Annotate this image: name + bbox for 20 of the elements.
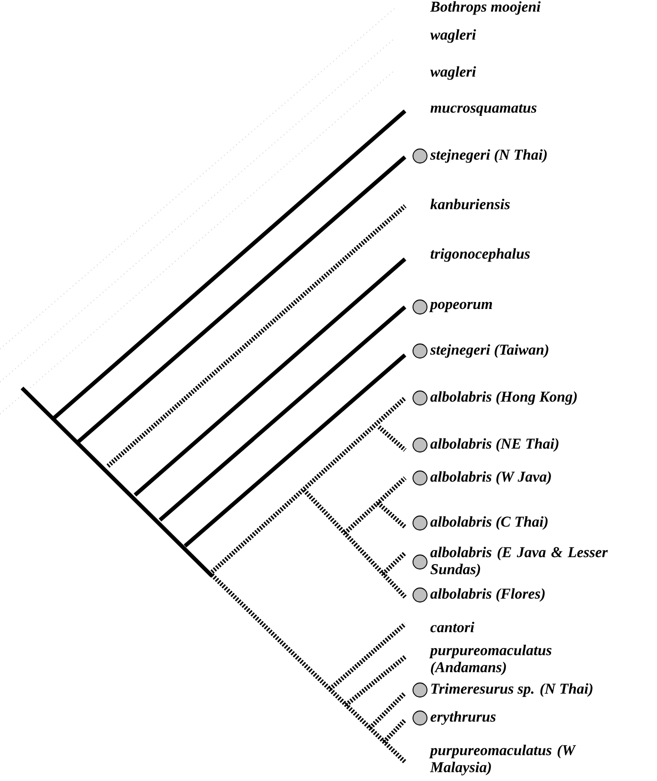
- taxon-label: trigonocephalus: [430, 248, 530, 262]
- taxon-label: mucrosquamatus: [430, 104, 536, 116]
- taxon-label: albolabris (Hong Kong): [430, 391, 577, 405]
- taxon-label: popeorum: [429, 302, 492, 312]
- taxon-label: cantori: [430, 622, 474, 632]
- taxon-label: kanburiensis: [430, 198, 510, 210]
- taxon-label: purpureomaculatus (Andamans): [429, 644, 552, 676]
- taxon-label: albolabris (W Java): [430, 471, 551, 485]
- taxon-label: albolabris (E Java & Lesser Sundas): [430, 546, 608, 578]
- taxon-label: Trimeresurus sp. (N Thai): [431, 683, 592, 697]
- taxon-label: albolabris (NE Thai): [430, 438, 558, 452]
- taxon-label: stejnegeri (N Thai): [430, 149, 547, 163]
- taxon-label: albolabris (C Thai): [430, 516, 548, 530]
- taxon-label: Bothrops moojeni: [430, 1, 541, 15]
- taxon-label: wagleri: [430, 29, 476, 43]
- taxon-label: albolabris (Flores): [430, 588, 545, 602]
- taxon-label: purpureomaculatus (W Malaysia): [429, 744, 576, 776]
- taxon-label: erythrurus: [430, 711, 496, 725]
- taxon-label: wagleri: [430, 66, 476, 80]
- taxon-label: stejnegeri (Taiwan): [430, 344, 548, 358]
